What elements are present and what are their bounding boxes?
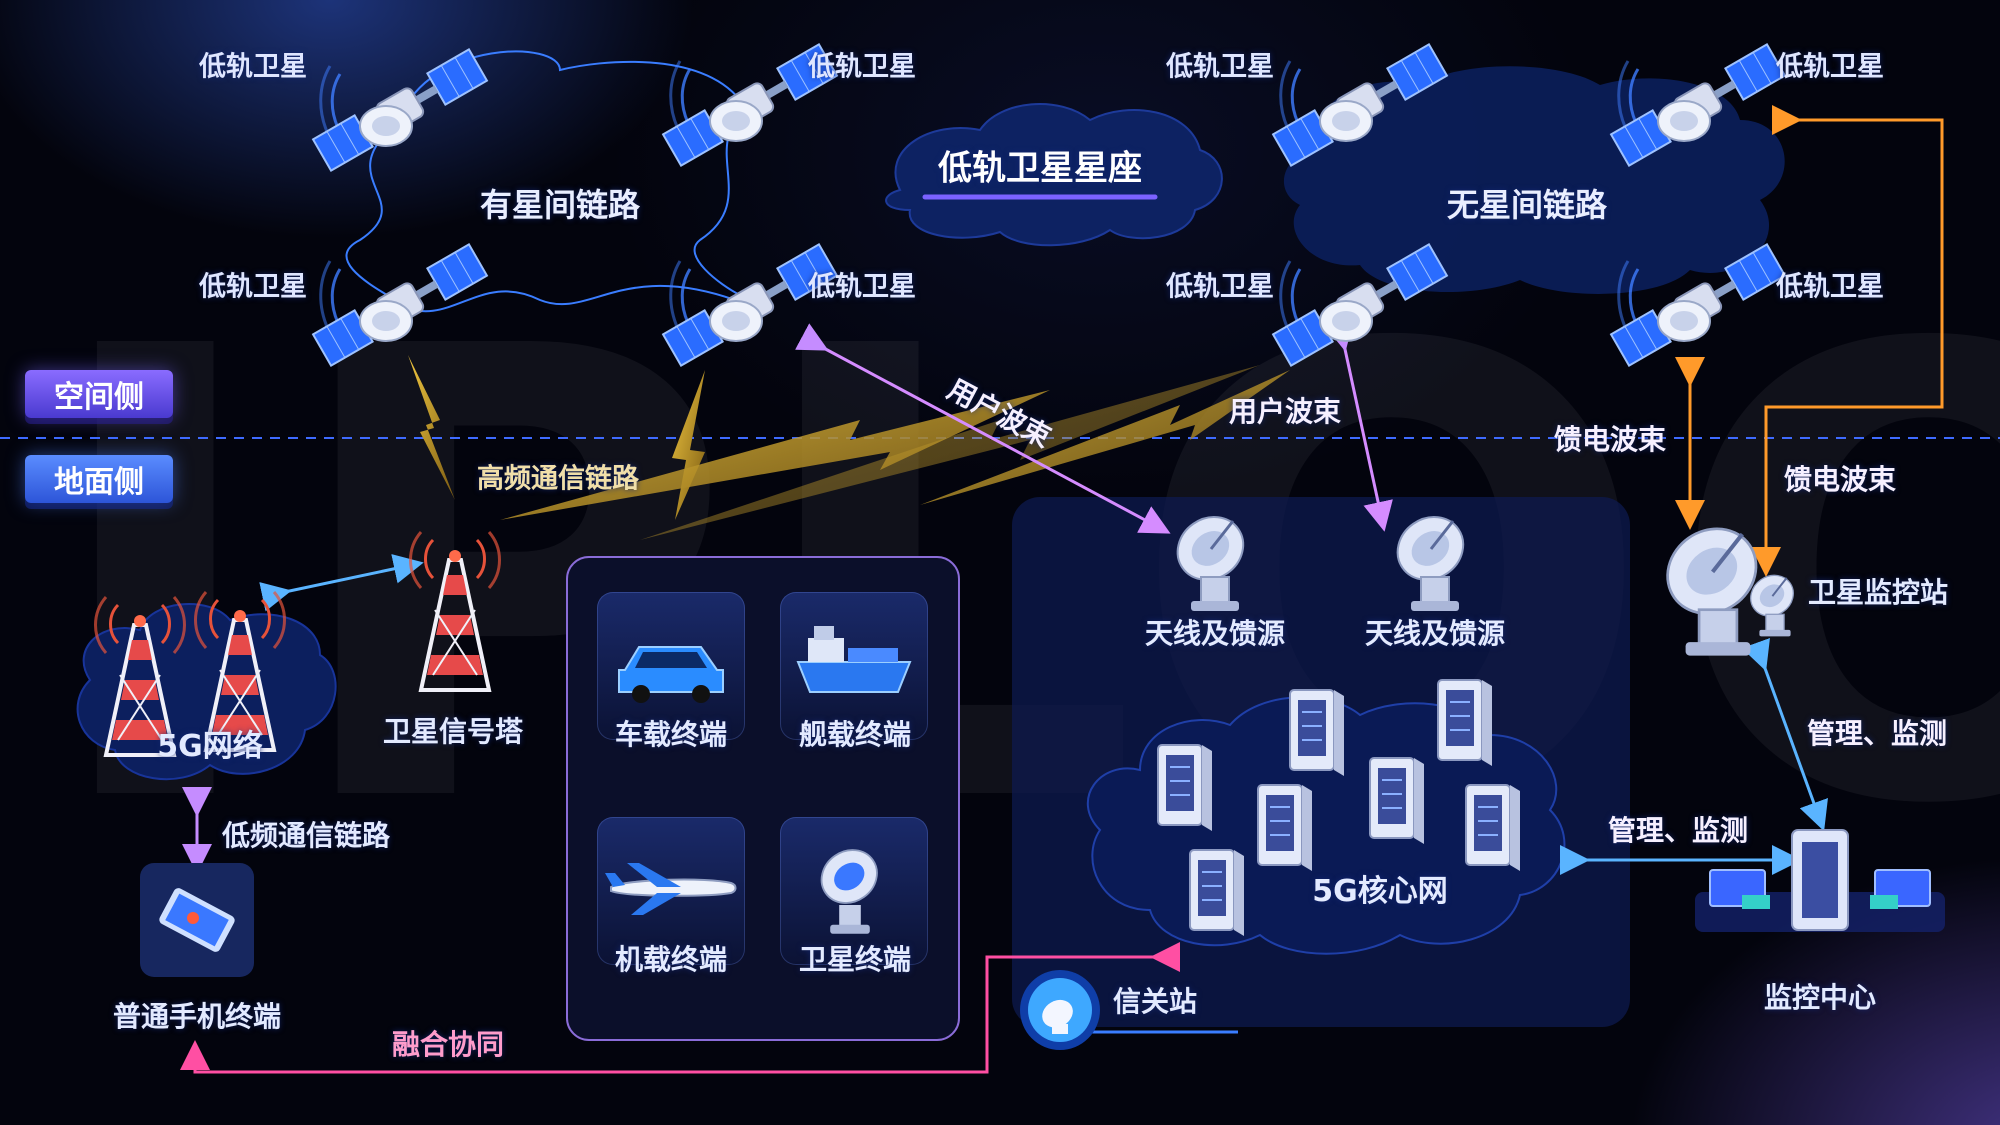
server-icon (1257, 784, 1313, 872)
satellite-icon (1271, 242, 1449, 368)
server-icon (1189, 849, 1245, 937)
ground-side-tag: 地面侧 (25, 455, 173, 503)
aircraft-tile (597, 817, 745, 965)
network-5g-label: 5G网络 (157, 729, 263, 764)
sat-terminal-label: 卫星终端 (798, 943, 912, 976)
core-network-label: 5G核心网 (1312, 874, 1448, 909)
sat-terminal-tile (780, 817, 928, 965)
sat-tower-label: 卫星信号塔 (382, 715, 524, 748)
high-freq-bolt (408, 355, 455, 500)
mgmt-label: 管理、监测 (1806, 717, 1948, 750)
mgmt-label: 管理、监测 (1607, 814, 1749, 847)
satellite-label: 低轨卫星 (1776, 271, 1884, 303)
user-beam-label: 用户波束 (1228, 395, 1342, 428)
constellation-title: 低轨卫星星座 (938, 148, 1142, 189)
ship-icon (796, 626, 912, 693)
satellite-label: 低轨卫星 (808, 271, 916, 303)
server-icon (1465, 784, 1521, 872)
vehicle-tile (597, 592, 745, 740)
isl-link (345, 124, 396, 301)
satellite-signal-tower-icon (408, 530, 502, 692)
isl-group-label: 有星间链路 (479, 186, 641, 224)
satellite-icon (1609, 42, 1787, 168)
monitor-center-label: 监控中心 (1763, 981, 1877, 1014)
high-freq-label: 高频通信链路 (477, 463, 639, 495)
no-isl-group-label: 无星间链路 (1446, 186, 1608, 224)
satellite-label: 低轨卫星 (199, 51, 307, 83)
ship-label: 舰载终端 (798, 718, 912, 751)
server-icon (1437, 679, 1493, 767)
vehicle-label: 车载终端 (614, 718, 728, 751)
tower-5g-link (259, 554, 424, 612)
gateway-icon (1020, 970, 1100, 1050)
ship-tile (780, 592, 928, 740)
antenna-label: 天线及馈源 (1144, 617, 1286, 650)
space-side-tag: 空间侧 (25, 370, 173, 418)
server-icon (1289, 689, 1345, 777)
high-freq-bolt (672, 370, 705, 520)
satellite-icon (1609, 242, 1787, 368)
phone-label: 普通手机终端 (112, 1000, 282, 1033)
satellite-label: 低轨卫星 (1166, 51, 1274, 83)
user-beam-1 (795, 323, 1171, 534)
server-icon (1369, 757, 1425, 845)
satellite-label: 低轨卫星 (199, 271, 307, 303)
fusion-label: 融合协同 (391, 1028, 505, 1061)
satellite-label: 低轨卫星 (1166, 271, 1274, 303)
gateway-label: 信关站 (1112, 985, 1198, 1018)
satellite-dish-icon (820, 849, 878, 934)
satellite-icon (311, 242, 489, 368)
satellite-label: 低轨卫星 (808, 51, 916, 83)
satellite-icon (661, 242, 839, 368)
satellite-monitor-station-icon (1651, 512, 1773, 656)
feeder-beam-2 (1751, 105, 1944, 577)
isl-link (399, 284, 736, 313)
car-icon (618, 646, 724, 703)
antenna-label: 天线及馈源 (1364, 617, 1506, 650)
fusion-line (180, 942, 1180, 1074)
monitor-station-label: 卫星监控站 (1807, 576, 1949, 609)
satellite-icon (311, 47, 489, 173)
airplane-icon (605, 863, 737, 915)
antenna-feed-icon (1163, 502, 1257, 613)
antenna-feed-icon (1383, 502, 1477, 613)
user-beam-2 (1324, 319, 1393, 532)
monitor-center-icon (1695, 829, 1945, 932)
phone-icon (140, 863, 254, 977)
feeder-beam-label: 馈电波束 (1553, 423, 1667, 456)
feeder-beam-label: 馈电波束 (1783, 463, 1897, 496)
server-icon (1157, 744, 1213, 832)
aircraft-label: 机载终端 (614, 943, 728, 976)
constellation-cloud (885, 103, 1223, 247)
isl-link (693, 109, 746, 296)
satellite-label: 低轨卫星 (1776, 51, 1884, 83)
satellite-icon (1271, 42, 1449, 168)
low-freq-label: 低频通信链路 (221, 819, 391, 852)
mgmt-line-1 (1741, 637, 1828, 832)
high-freq-bolt (500, 390, 1050, 520)
